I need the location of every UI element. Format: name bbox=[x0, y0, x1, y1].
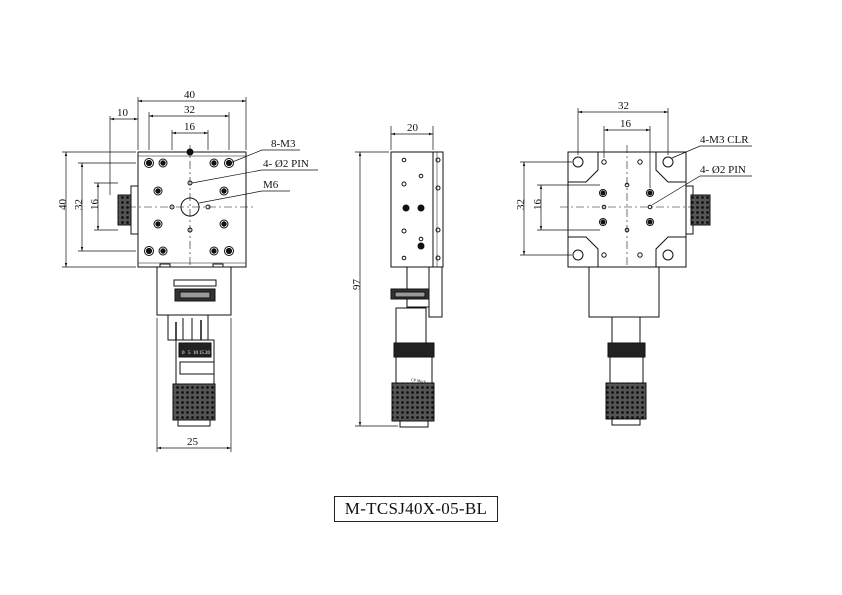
bottom-clr-holes bbox=[572, 156, 674, 261]
front-dim-width-total: 40 bbox=[184, 89, 196, 101]
micrometer-scale-mark: 0 bbox=[182, 351, 185, 356]
bottom-view bbox=[560, 145, 711, 426]
side-top-block bbox=[390, 151, 434, 268]
front-callout-pin: 4- Ø2 PIN bbox=[263, 158, 309, 170]
front-callout-m6: M6 bbox=[263, 179, 279, 191]
bottom-micrometer bbox=[605, 316, 647, 426]
front-callout-m3: 8-M3 bbox=[271, 138, 296, 150]
front-m6-hole bbox=[180, 197, 200, 217]
front-dim-height-pitch: 32 bbox=[73, 199, 85, 210]
side-dim-depth: 20 bbox=[407, 122, 419, 134]
bottom-dim-width-pitch: 32 bbox=[618, 100, 629, 112]
front-dim-width-pitch: 32 bbox=[184, 104, 195, 116]
side-micrometer bbox=[391, 307, 435, 428]
front-dim-width-inner: 16 bbox=[184, 121, 196, 133]
micrometer-scale-mark: 5 bbox=[188, 351, 191, 356]
front-micrometer-scale: 0 5 10 15 20 bbox=[182, 351, 211, 356]
front-view bbox=[117, 145, 254, 427]
micrometer-scale-mark: 15 bbox=[199, 351, 205, 356]
front-m3-holes bbox=[144, 148, 234, 256]
model-number: M-TCSJ40X-05-BL bbox=[344, 499, 488, 518]
front-dim-height-total: 40 bbox=[57, 199, 69, 211]
bottom-callout-clr: 4-M3 CLR bbox=[700, 134, 749, 146]
front-dim-base-width: 25 bbox=[187, 436, 199, 448]
front-side-knob bbox=[117, 185, 139, 235]
front-pin-holes bbox=[169, 180, 211, 233]
micrometer-scale-mark: 20 bbox=[205, 351, 211, 356]
front-top-plate bbox=[137, 151, 247, 268]
bottom-dim-width-inner: 16 bbox=[620, 118, 632, 130]
bottom-callout-pin: 4- Ø2 PIN bbox=[700, 164, 746, 176]
bottom-dimension-lines bbox=[520, 108, 752, 256]
bottom-lower-body bbox=[588, 266, 660, 318]
side-view bbox=[390, 151, 444, 428]
side-lower-body bbox=[406, 266, 432, 308]
front-micrometer bbox=[167, 314, 216, 427]
bottom-dim-height-inner: 16 bbox=[532, 199, 544, 211]
side-dimension-lines bbox=[355, 126, 434, 427]
front-dim-offset-left: 10 bbox=[117, 107, 129, 119]
side-micrometer-text: CP Mech bbox=[411, 377, 426, 384]
side-dim-overall-height: 97 bbox=[351, 279, 363, 291]
micrometer-scale-mark: 10 bbox=[193, 351, 199, 356]
bottom-pin-holes bbox=[601, 182, 653, 233]
side-holes bbox=[401, 157, 441, 261]
front-dim-height-inner: 16 bbox=[89, 199, 101, 211]
front-dimension-lines bbox=[62, 97, 318, 452]
model-title-box: M-TCSJ40X-05-BL bbox=[334, 496, 498, 522]
bottom-dim-height-pitch: 32 bbox=[515, 199, 527, 210]
bottom-m3-holes bbox=[599, 159, 654, 258]
bottom-side-knob bbox=[685, 185, 711, 235]
